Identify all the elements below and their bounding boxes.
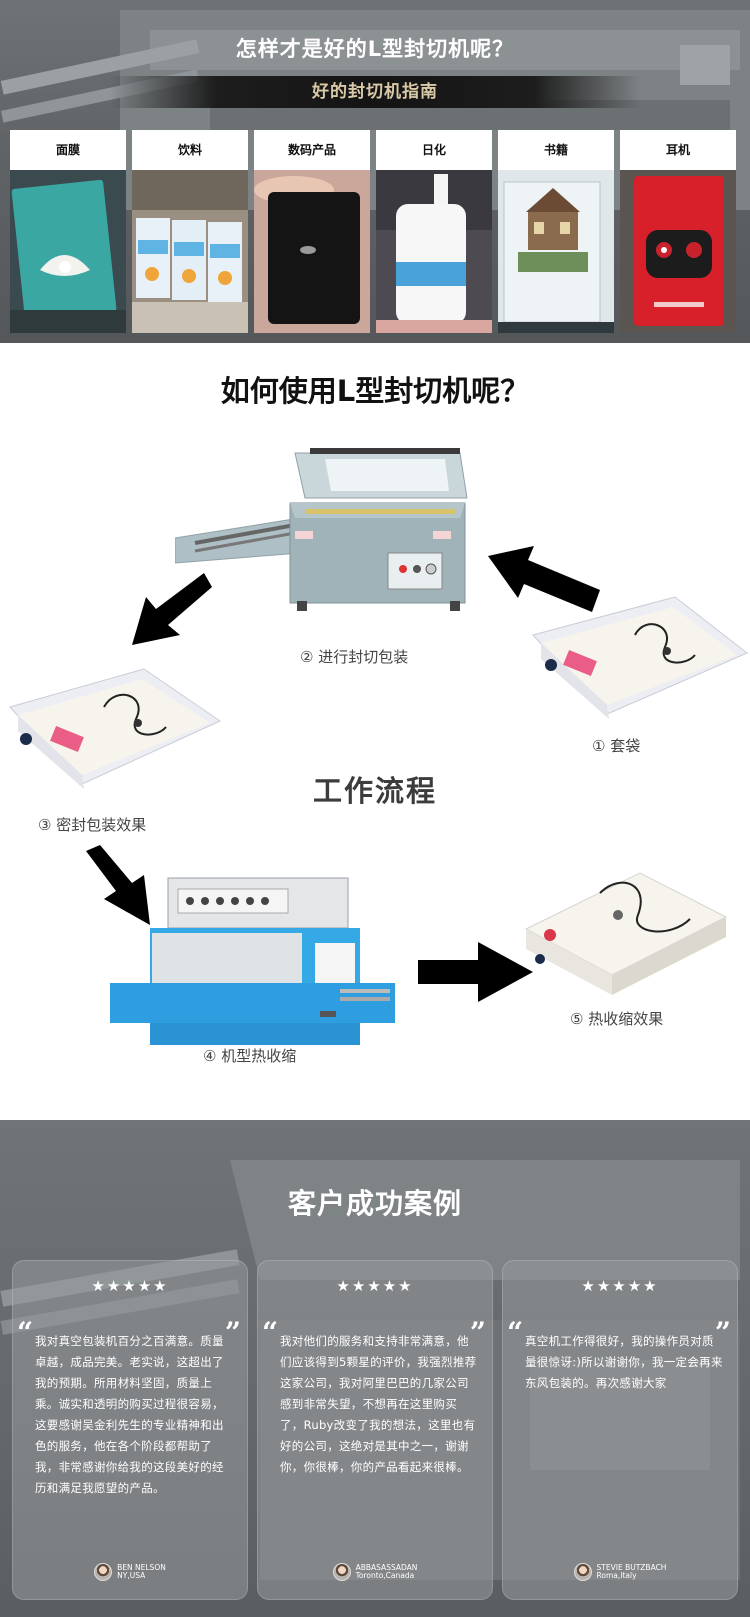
books-image <box>498 170 614 333</box>
arrow-down-right-icon <box>86 845 150 925</box>
avatar <box>94 1563 113 1581</box>
review-author: BEN NELSON NY,USA <box>13 1563 247 1581</box>
guide-title: 怎样才是好的L型封切机呢？ <box>235 37 515 61</box>
author-location: Roma,Italy <box>596 1571 637 1580</box>
category-card-books[interactable]: 书籍 <box>498 130 614 333</box>
step-label: ③ 密封包装效果 <box>38 816 147 834</box>
avatar <box>332 1563 351 1581</box>
close-quote-icon: ” <box>714 1316 731 1349</box>
review-text: 我对真空包装机百分之百满意。质量卓越，成品完美。老实说，这超出了我的预期。所用材… <box>35 1334 224 1495</box>
guide-section: 怎样才是好的L型封切机呢？ 好的封切机指南 面膜 饮料 <box>0 0 750 343</box>
category-label: 书籍 <box>498 130 614 170</box>
category-label: 耳机 <box>620 130 736 170</box>
drinks-image <box>132 170 248 333</box>
review-author: ABBASASSADAN Toronto,Canada <box>258 1563 492 1581</box>
cases-section: 客户成功案例 ★★★★★ “ ” 我对真空包装机百分之百满意。质量卓越，成品完美… <box>0 1120 750 1617</box>
category-label: 饮料 <box>132 130 248 170</box>
step-label: ① 套袋 <box>592 737 641 755</box>
step-label: ④ 机型热收缩 <box>203 1047 297 1065</box>
arrow-right-icon <box>418 942 533 1002</box>
review-card: ★★★★★ “ ” 真空机工作得很好，我的操作员对质量很惊讶:)所以谢谢你，我一… <box>502 1260 738 1600</box>
close-quote-icon: ” <box>469 1316 486 1349</box>
face-mask-image <box>10 170 126 333</box>
sealed-earphone-box-image <box>9 668 222 789</box>
guide-banner: 好的封切机指南 <box>110 76 640 108</box>
bagged-earphone-box-image <box>532 596 748 719</box>
rating-stars-icon: ★★★★★ <box>91 1277 169 1295</box>
category-label: 面膜 <box>10 130 126 170</box>
arrow-down-left-icon <box>132 573 212 645</box>
category-cards: 面膜 饮料 <box>10 130 740 333</box>
author-location: NY,USA <box>117 1571 146 1580</box>
step-label: ② 进行封切包装 <box>300 648 409 666</box>
l-sealer-machine-image <box>175 448 468 611</box>
open-quote-icon: “ <box>262 1316 279 1349</box>
review-text: 我对他们的服务和支持非常满意，他们应该得到5颗星的评价，我强烈推荐这家公司，我对… <box>280 1334 477 1474</box>
author-location: Toronto,Canada <box>355 1571 415 1580</box>
author-name: BEN NELSON <box>117 1563 166 1572</box>
category-card-earphones[interactable]: 耳机 <box>620 130 736 333</box>
workflow-title: 工作流程 <box>312 774 437 808</box>
category-label: 数码产品 <box>254 130 370 170</box>
digital-product-image <box>254 170 370 333</box>
avatar <box>573 1563 592 1581</box>
usage-title: 如何使用L型封切机呢？ <box>220 374 530 408</box>
author-name: ABBASASSADAN <box>355 1563 418 1572</box>
heat-shrink-tunnel-image <box>110 877 395 1045</box>
review-text: 真空机工作得很好，我的操作员对质量很惊讶:)所以谢谢你，我一定会再来东风包装的。… <box>525 1334 723 1390</box>
author-name: STEVIE BUTZBACH <box>596 1563 667 1572</box>
category-card-digital[interactable]: 数码产品 <box>254 130 370 333</box>
rating-stars-icon: ★★★★★ <box>581 1277 659 1295</box>
open-quote-icon: “ <box>17 1316 34 1349</box>
cases-title: 客户成功案例 <box>287 1187 462 1220</box>
review-card: ★★★★★ “ ” 我对真空包装机百分之百满意。质量卓越，成品完美。老实说，这超… <box>12 1260 248 1600</box>
rating-stars-icon: ★★★★★ <box>336 1277 414 1295</box>
category-label: 日化 <box>376 130 492 170</box>
category-card-face-mask[interactable]: 面膜 <box>10 130 126 333</box>
category-card-drinks[interactable]: 饮料 <box>132 130 248 333</box>
arrow-left-up-icon <box>488 546 600 612</box>
review-author: STEVIE BUTZBACH Roma,Italy <box>503 1563 737 1581</box>
review-card: ★★★★★ “ ” 我对他们的服务和支持非常满意，他们应该得到5颗星的评价，我强… <box>257 1260 493 1600</box>
open-quote-icon: “ <box>507 1316 524 1349</box>
step-label: ⑤ 热收缩效果 <box>570 1010 664 1028</box>
close-quote-icon: ” <box>224 1316 241 1349</box>
category-card-daily-chemicals[interactable]: 日化 <box>376 130 492 333</box>
usage-section: 如何使用L型封切机呢？ ② 进行封切包装 ① 套袋 <box>0 343 750 1120</box>
shrink-wrapped-product-image <box>524 872 728 995</box>
daily-chemicals-image <box>376 170 492 333</box>
earphones-image <box>620 170 736 333</box>
